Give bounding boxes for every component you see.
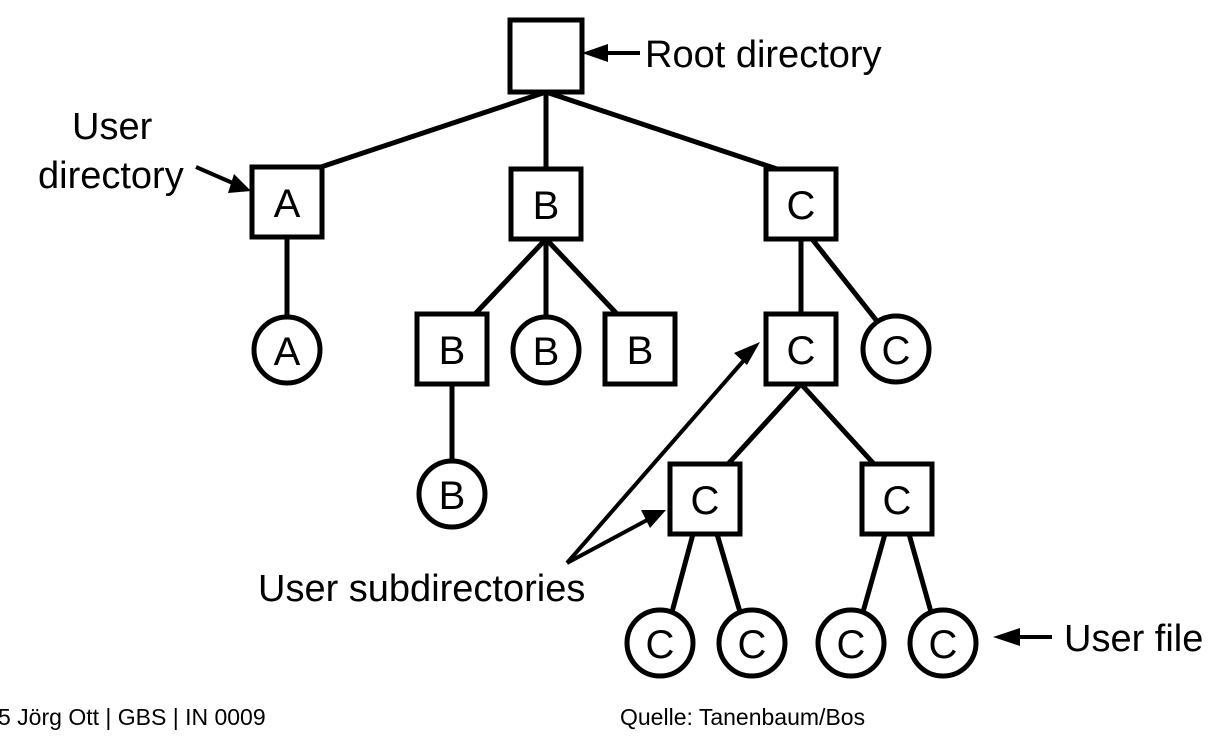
user-subdirectories-label: User subdirectories (258, 568, 585, 610)
edge-c4-c4f2 (906, 533, 934, 613)
node-b1-label: B (533, 184, 560, 228)
node-a1f-label: A (274, 330, 301, 374)
user-directory-pointer-line (195, 165, 236, 186)
node-c4f2-circle[interactable] (907, 607, 979, 679)
node-b2c[interactable]: B (416, 458, 488, 530)
node-b2-square[interactable] (414, 311, 490, 387)
annotation-root-directory: Root directory (582, 34, 882, 76)
annotation-user-subdirectories: User subdirectories (258, 342, 760, 610)
node-root-square[interactable] (507, 17, 585, 95)
node-b3-label: B (627, 329, 654, 373)
node-c3f2-circle[interactable] (716, 607, 788, 679)
node-c3-square[interactable] (667, 461, 743, 537)
node-b2c-circle[interactable] (416, 458, 488, 530)
node-a1f-circle[interactable] (251, 314, 323, 386)
node-c3-label: C (691, 479, 720, 523)
node-a1f[interactable]: A (251, 314, 323, 386)
edge-group (284, 89, 934, 613)
node-c1f-label: C (882, 329, 911, 373)
node-b1-square[interactable] (508, 166, 584, 242)
node-c4f1-circle[interactable] (815, 607, 887, 679)
user-file-arrow-icon (993, 628, 1020, 646)
node-c4f2[interactable]: C (907, 607, 979, 679)
node-b2[interactable]: B (414, 311, 490, 387)
node-b3[interactable]: B (602, 311, 678, 387)
footer: 5 Jörg Ott | GBS | IN 0009 Quelle: Tanen… (0, 704, 865, 730)
node-c4-label: C (883, 479, 912, 523)
node-b2f-label: B (533, 330, 560, 374)
node-c4f1[interactable]: C (815, 607, 887, 679)
user-directory-label-line2: directory (38, 155, 184, 197)
node-c3f1[interactable]: C (624, 607, 696, 679)
node-a1[interactable]: A (249, 164, 325, 240)
node-c1f[interactable]: C (860, 313, 932, 385)
edge-c1-c1f (810, 237, 882, 327)
node-c1-square[interactable] (763, 166, 839, 242)
edge-b1-b2 (473, 237, 548, 316)
node-c2-label: C (787, 329, 816, 373)
node-c3f1-label: C (646, 623, 675, 667)
node-a1-label: A (274, 182, 301, 226)
user-subdirs-arrow-upper-icon (734, 342, 760, 365)
node-c2[interactable]: C (763, 311, 839, 387)
node-c3f2[interactable]: C (716, 607, 788, 679)
node-c4f2-label: C (929, 623, 958, 667)
node-c1-label: C (787, 184, 816, 228)
node-c4[interactable]: C (859, 461, 935, 537)
annotation-user-directory: User directory (38, 106, 251, 197)
node-c1[interactable]: C (763, 166, 839, 242)
edge-c2-c4 (799, 382, 876, 466)
node-a1-square[interactable] (249, 164, 325, 240)
user-directory-arrow-icon (228, 174, 251, 193)
node-b2-label: B (439, 329, 466, 373)
node-group: A B C A B B B C (249, 17, 979, 679)
root-directory-arrow-icon (582, 44, 608, 62)
edge-root-a1 (314, 89, 547, 172)
node-root[interactable] (507, 17, 585, 95)
edge-root-c1 (545, 89, 778, 172)
edge-c2-c3 (726, 382, 803, 466)
user-subdirs-arrow-lower-icon (641, 510, 666, 528)
node-b1[interactable]: B (508, 166, 584, 242)
user-directory-label-line1: User (72, 106, 153, 148)
node-c1f-circle[interactable] (860, 313, 932, 385)
edge-c3-c3f2 (714, 533, 743, 613)
user-file-label: User file (1064, 618, 1203, 660)
node-b3-square[interactable] (602, 311, 678, 387)
user-subdirs-pointer-line-upper (565, 357, 747, 565)
node-b2f[interactable]: B (510, 314, 582, 386)
edge-c3-c3f1 (669, 533, 696, 613)
footer-left-text: 5 Jörg Ott | GBS | IN 0009 (0, 704, 266, 730)
annotation-user-file: User file (993, 618, 1203, 660)
node-c3f2-label: C (738, 623, 767, 667)
node-c4-square[interactable] (859, 461, 935, 537)
user-subdirs-pointer-line-lower (566, 517, 650, 565)
node-b2c-label: B (439, 474, 466, 518)
node-c4f1-label: C (837, 623, 866, 667)
node-c3f1-circle[interactable] (624, 607, 696, 679)
edge-b1-b3 (544, 237, 619, 316)
node-c3[interactable]: C (667, 461, 743, 537)
edge-c4-c4f1 (860, 533, 888, 613)
root-directory-label: Root directory (645, 34, 882, 76)
node-c2-square[interactable] (763, 311, 839, 387)
footer-right-text: Quelle: Tanenbaum/Bos (620, 704, 865, 730)
node-b2f-circle[interactable] (510, 314, 582, 386)
